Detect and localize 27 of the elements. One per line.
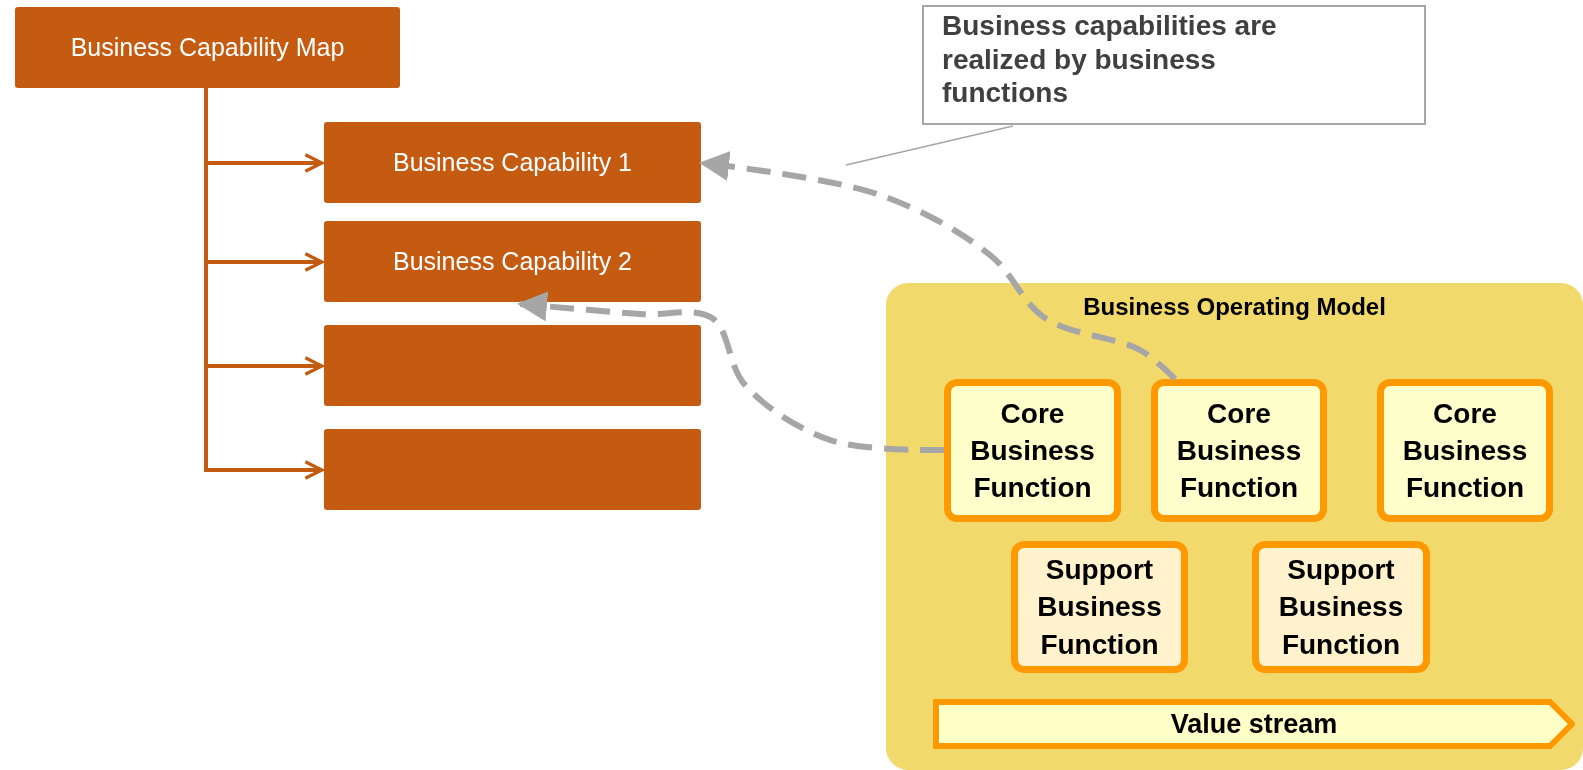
function-box [1377, 379, 1553, 522]
box-label: Core Business Function [1175, 396, 1303, 506]
callout-text: Business capabilities are realized by business functions [942, 9, 1278, 110]
capability-box [324, 122, 701, 203]
arrow [204, 88, 324, 480]
capability-box [324, 221, 701, 302]
capability-box [324, 325, 701, 406]
dashed-arrow [699, 151, 1178, 382]
capability-map-box [15, 7, 400, 88]
box-label: Business Capability 1 [393, 148, 632, 177]
box-label: Support Business Function [1036, 553, 1163, 662]
operating-model-panel [886, 283, 1583, 770]
box-label: Business Capability Map [70, 33, 345, 62]
capability-box [324, 429, 701, 510]
box-label: Core Business Function [1401, 396, 1529, 506]
function-box [944, 379, 1121, 522]
function-box [1151, 379, 1327, 522]
box-label: Core Business Function [969, 396, 1096, 506]
box-label: Support Business Function [1277, 553, 1405, 662]
box-label: Value stream [1170, 708, 1338, 740]
panel-title: Business Operating Model [1083, 293, 1386, 321]
leader-line [845, 125, 1014, 166]
function-box [1011, 541, 1188, 673]
dashed-arrow [517, 291, 945, 454]
box-label: Business Capability 2 [393, 247, 632, 276]
function-box [1252, 541, 1430, 673]
callout-box [922, 5, 1426, 125]
